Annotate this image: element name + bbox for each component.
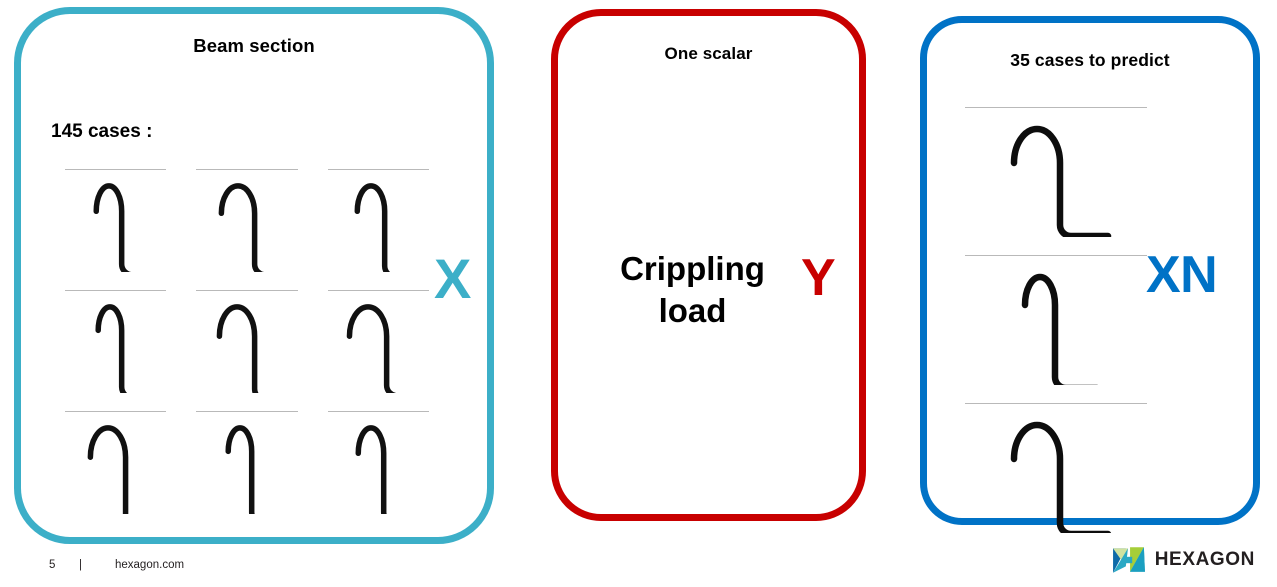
- panel-x-title: Beam section: [193, 35, 315, 56]
- beam-profile-icon: [965, 415, 1145, 533]
- beam-cell-divider: [196, 290, 298, 291]
- beam-profile-icon: [326, 418, 443, 514]
- beam-profile-icon: [965, 119, 1145, 237]
- footer: 5 | hexagon.com: [49, 559, 184, 571]
- beam-cell-divider: [327, 411, 429, 412]
- beam-profile-icon: [194, 176, 311, 272]
- predict-beam-cell: [965, 95, 1165, 243]
- panel-xn-title: 35 cases to predict: [1010, 50, 1170, 70]
- hexagon-wordmark: HEXAGON: [1154, 549, 1255, 570]
- beam-section-cell: [194, 154, 311, 275]
- beam-cell-divider: [965, 107, 1147, 108]
- scalar-value-line-1: Crippling: [620, 250, 765, 287]
- hexagon-logo-icon: [1112, 543, 1146, 577]
- tag-xn: XN: [1146, 246, 1218, 304]
- beam-cell-divider: [196, 411, 298, 412]
- beam-cell-divider: [65, 290, 167, 291]
- beam-cell-divider: [965, 255, 1147, 256]
- beam-cell-divider: [327, 169, 429, 170]
- beam-cell-divider: [65, 169, 167, 170]
- beam-profile-icon: [63, 176, 180, 272]
- footer-website: hexagon.com: [115, 559, 185, 571]
- beam-section-cell: [63, 275, 180, 396]
- scalar-value-text: Crippling load: [572, 248, 813, 332]
- beam-cell-divider: [65, 411, 167, 412]
- cases-count-label: 145 cases :: [51, 121, 153, 142]
- beam-cell-divider: [196, 169, 298, 170]
- beam-profile-icon: [326, 297, 443, 393]
- beam-profile-icon: [194, 297, 311, 393]
- beam-profile-icon: [194, 418, 311, 514]
- tag-x: X: [434, 247, 472, 310]
- beam-section-cell: [326, 154, 443, 275]
- predict-beam-cell: [965, 243, 1165, 391]
- beam-section-cell: [326, 275, 443, 396]
- beam-section-cell: [194, 275, 311, 396]
- beam-profile-icon: [63, 418, 180, 514]
- beam-cell-divider: [965, 403, 1147, 404]
- footer-separator: |: [79, 559, 82, 571]
- beam-section-cell: [63, 154, 180, 275]
- panel-one-scalar: One scalar Crippling load: [551, 9, 866, 521]
- beam-section-grid: [63, 154, 443, 517]
- beam-profile-icon: [63, 297, 180, 393]
- scalar-value-line-2: load: [658, 292, 727, 330]
- page-number: 5: [49, 559, 56, 571]
- beam-profile-icon: [965, 267, 1145, 385]
- beam-section-cell: [194, 396, 311, 517]
- beam-section-cell: [63, 396, 180, 517]
- hexagon-brand: HEXAGON: [1112, 543, 1255, 577]
- panel-cases-to-predict: 35 cases to predict: [920, 16, 1260, 525]
- predict-beam-column: [965, 95, 1165, 539]
- panel-y-title: One scalar: [664, 44, 753, 63]
- beam-profile-icon: [326, 176, 443, 272]
- panel-beam-section: Beam section 145 cases :: [14, 7, 494, 544]
- beam-cell-divider: [327, 290, 429, 291]
- predict-beam-cell: [965, 391, 1165, 539]
- beam-section-cell: [326, 396, 443, 517]
- tag-y: Y: [801, 249, 836, 307]
